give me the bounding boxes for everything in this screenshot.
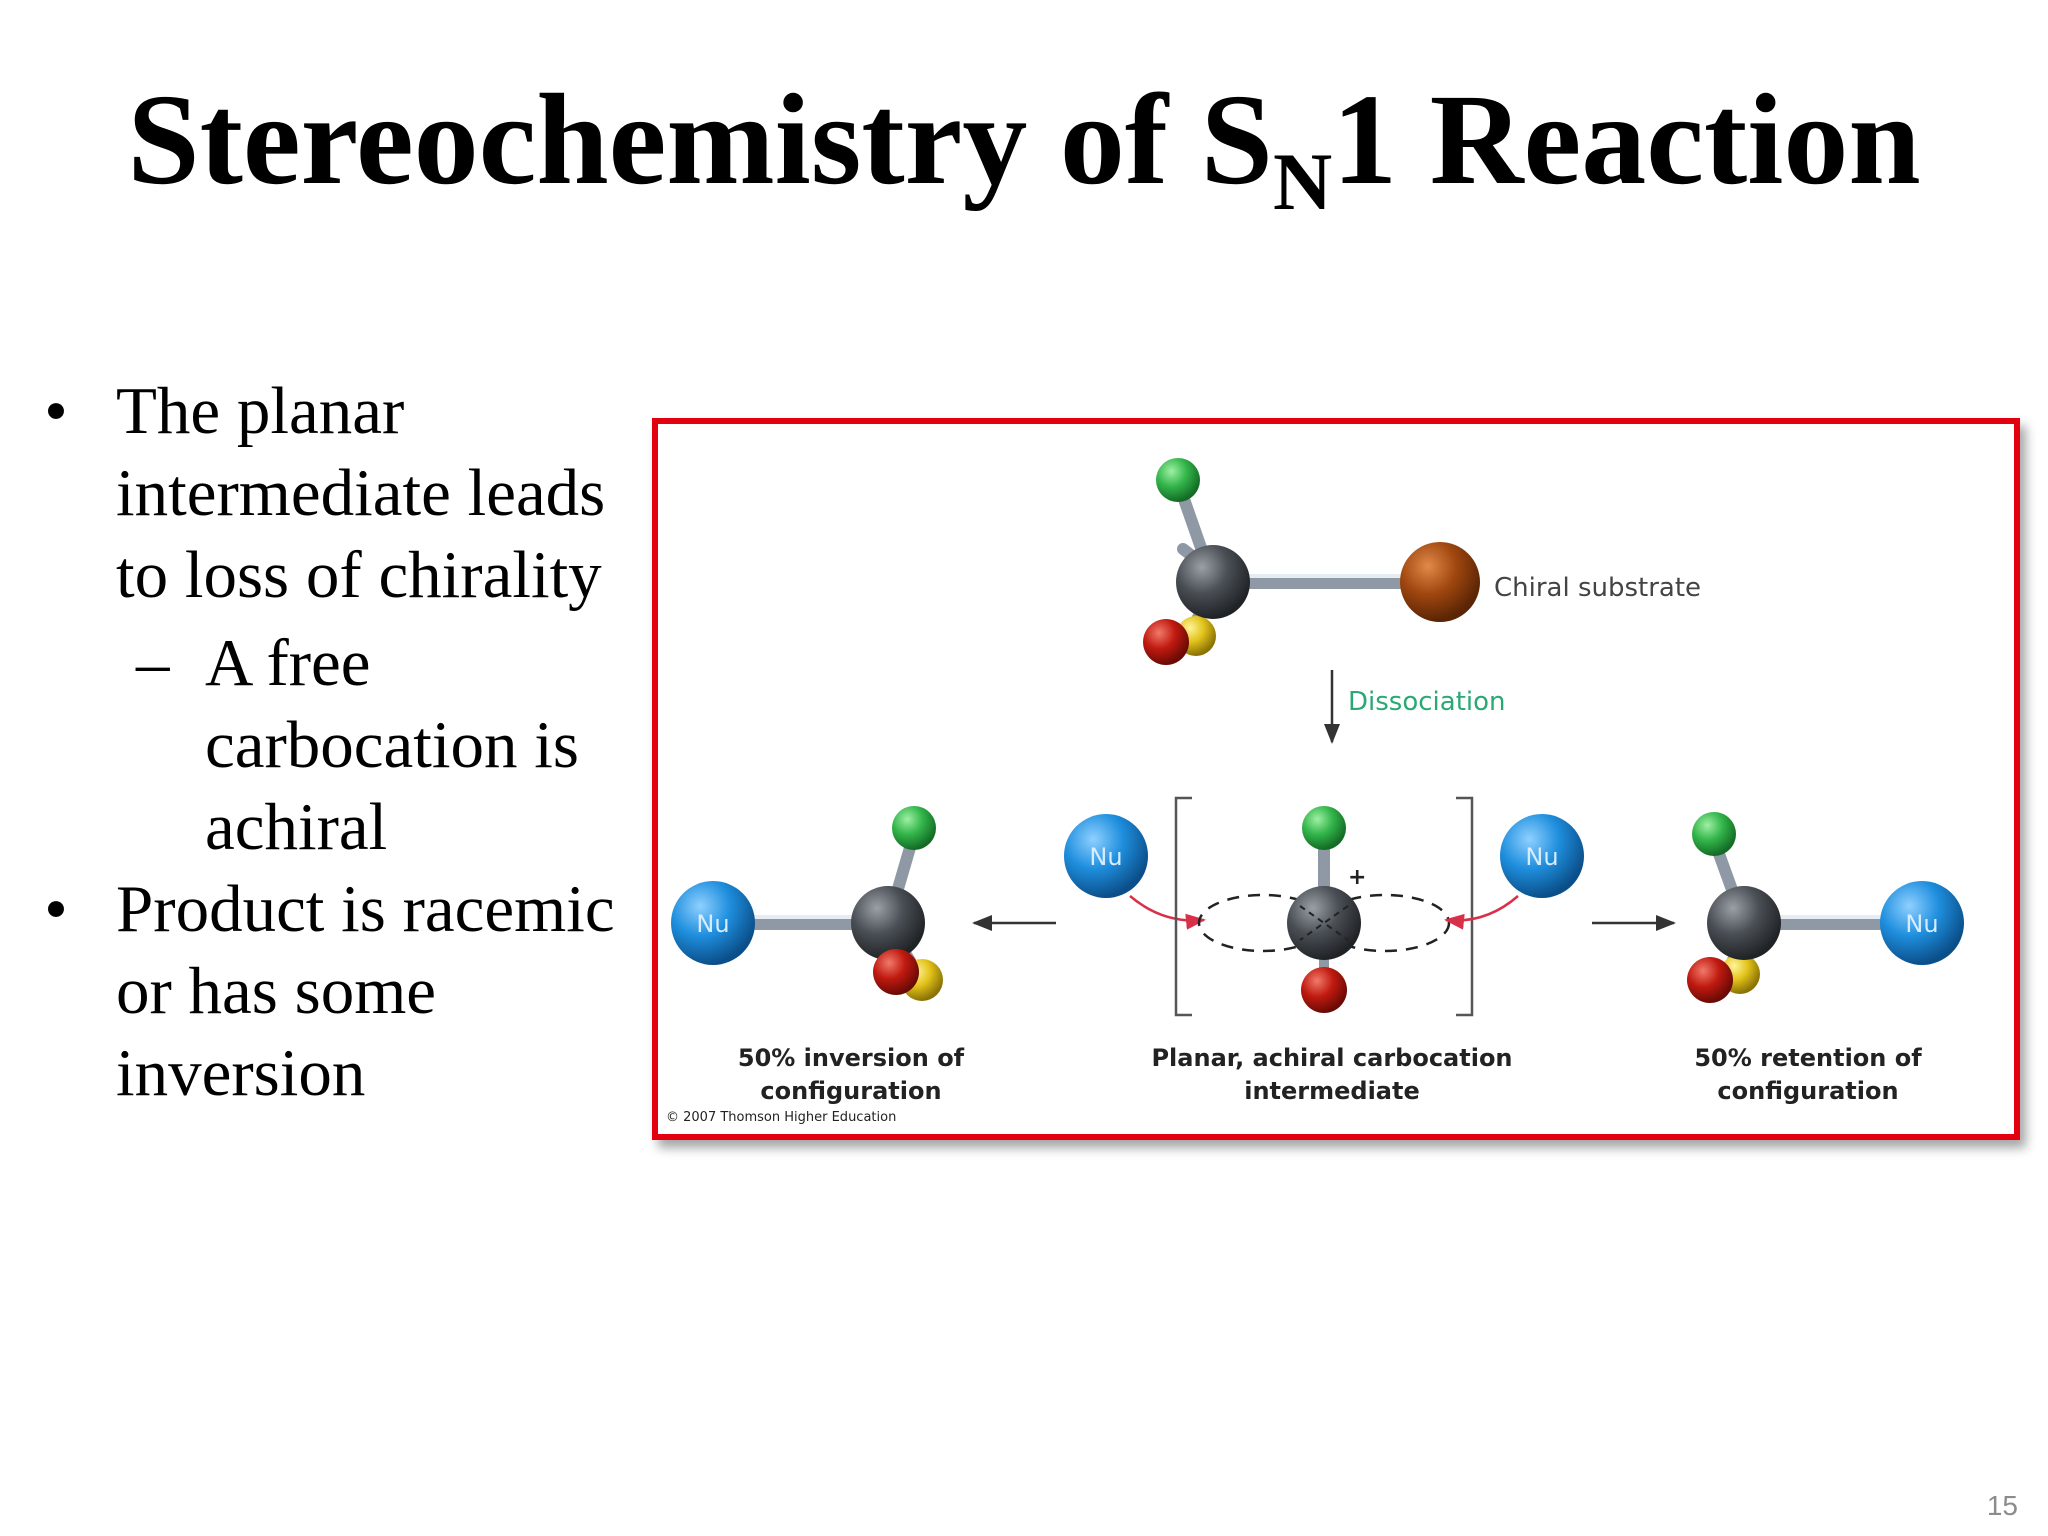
carbocation-intermediate: + [1174,796,1474,1017]
sub-bullet-item: – A free carbocation is achiral [36,622,656,868]
green-atom [1692,812,1736,856]
nucleophile-atom [1064,814,1148,898]
sub-bullet-marker: – [136,626,170,700]
bullet-marker: • [44,872,68,946]
bullet-marker: • [44,374,68,448]
nu-label: Nu [1905,910,1938,938]
red-atom [1687,957,1733,1003]
carbon-atom [1176,545,1250,619]
right-bracket [1456,796,1474,1017]
chiral-substrate-molecule [1143,458,1480,665]
green-atom [892,806,936,850]
bullet-text: The planar intermediate leads to loss of… [116,374,606,612]
left-bracket [1174,796,1192,1017]
dissociation-label: Dissociation [1348,687,1506,717]
carbon-atom [1287,886,1361,960]
green-atom [1302,806,1346,850]
bullet-list: • The planar intermediate leads to loss … [36,370,656,1114]
red-atom [1301,967,1347,1013]
page-number: 15 [1986,1490,2018,1521]
intermediate-caption-line1: Planar, achiral carbocation [1151,1044,1512,1072]
left-curved-arrow [1129,895,1206,930]
nu-label: Nu [696,910,729,938]
bullet-item: • Product is racemic or has some inversi… [36,868,656,1114]
retention-caption-line1: 50% retention of [1694,1044,1922,1072]
sub-bullet-text: A free carbocation is achiral [205,626,579,864]
plus-charge: + [1348,865,1366,890]
retention-caption-line2: configuration [1717,1077,1898,1105]
left-attacking-nucleophile: Nu [1064,814,1148,898]
nucleophile-atom [1880,881,1964,965]
copyright-notice: © 2007 Thomson Higher Education [666,1110,896,1125]
bullet-text: Product is racemic or has some inversion [116,872,615,1110]
nu-label: Nu [1089,843,1122,871]
inversion-product-molecule: Nu [671,806,943,1001]
sn1-mechanism-figure: Chiral substrate Dissociation Nu Nu + [652,418,2020,1140]
carbon-atom [1707,886,1781,960]
intermediate-caption-line2: intermediate [1244,1077,1420,1105]
nucleophile-atom [1500,814,1584,898]
right-curved-arrow [1444,895,1519,930]
inversion-caption-line2: configuration [760,1077,941,1105]
chiral-substrate-label: Chiral substrate [1494,573,1701,603]
right-attacking-nucleophile: Nu [1500,814,1584,898]
mechanism-diagram: Chiral substrate Dissociation Nu Nu + [666,458,1964,1125]
carbon-atom [851,886,925,960]
leaving-group-atom [1400,542,1480,622]
slide-title: Stereochemistry of SN1 Reaction [127,68,1921,227]
inversion-caption-line1: 50% inversion of [738,1044,965,1072]
nucleophile-atom [671,881,755,965]
retention-product-molecule: Nu [1687,812,1964,1003]
red-atom [1143,619,1189,665]
red-atom [873,949,919,995]
nu-label: Nu [1525,843,1558,871]
green-atom [1156,458,1200,502]
bullet-item: • The planar intermediate leads to loss … [36,370,656,616]
